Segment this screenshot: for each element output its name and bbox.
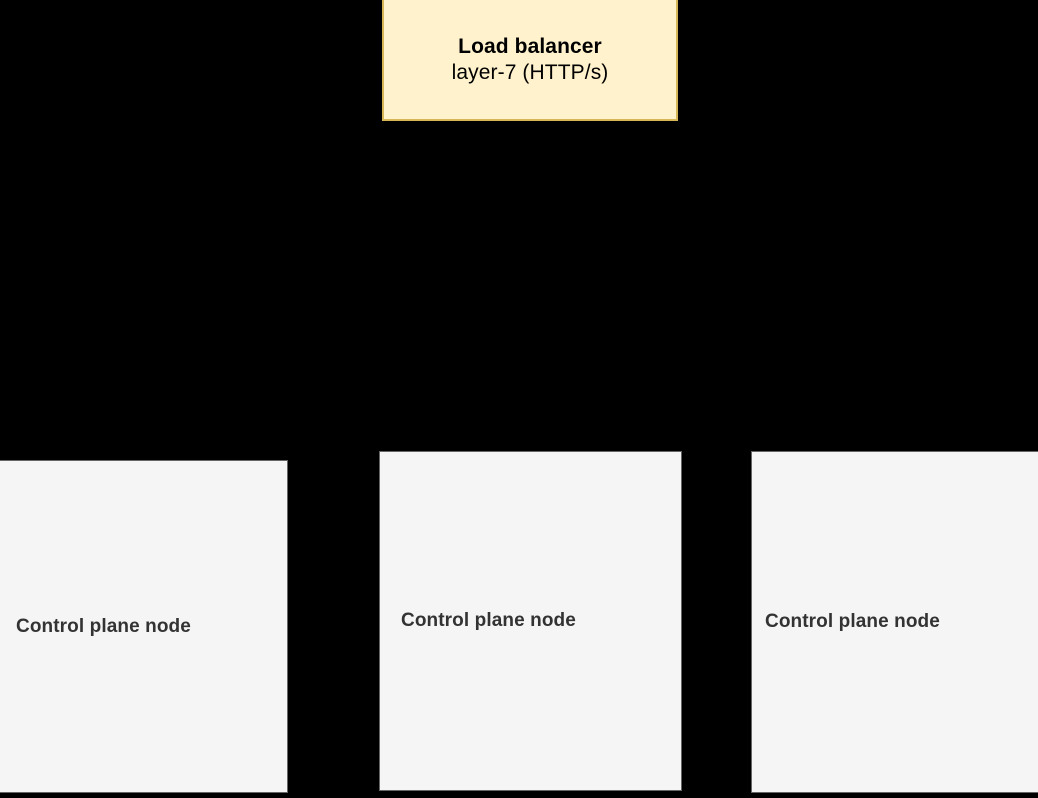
edge-lb-to-node-3 [529, 121, 904, 451]
node-control-plane-3[interactable]: Control plane node [751, 451, 1038, 793]
load-balancer-title: Load balancer [458, 34, 602, 58]
control-plane-1-label: Control plane node [16, 615, 191, 637]
edge-lb-to-node-1 [143, 121, 531, 460]
control-plane-2-label: Control plane node [401, 610, 576, 631]
node-load-balancer[interactable]: Load balancer layer-7 (HTTP/s) [382, 0, 678, 121]
control-plane-3-label: Control plane node [765, 611, 940, 632]
node-control-plane-2[interactable]: Control plane node [379, 451, 682, 791]
load-balancer-subtitle: layer-7 (HTTP/s) [451, 60, 609, 84]
node-control-plane-1[interactable]: Control plane node [0, 460, 288, 793]
